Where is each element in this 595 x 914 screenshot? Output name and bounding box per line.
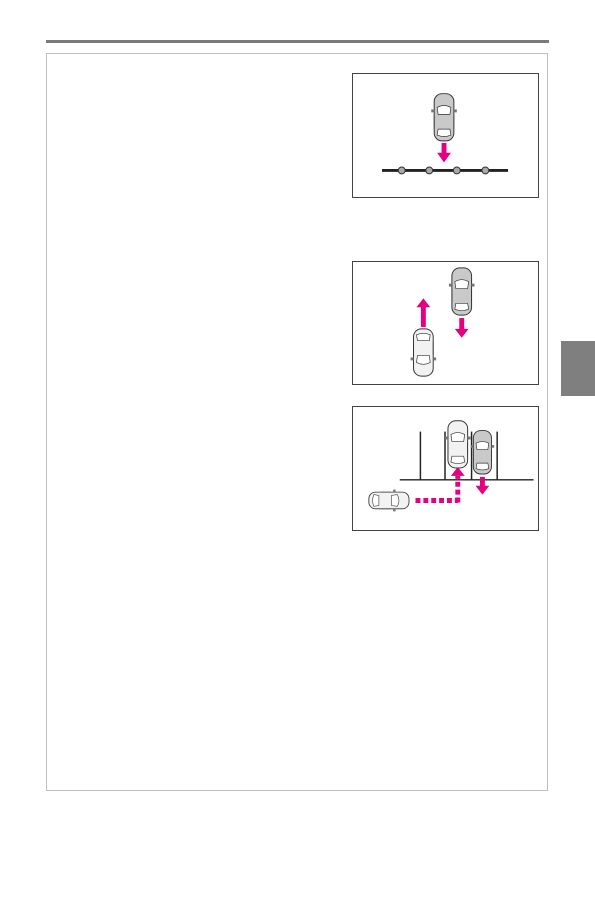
car-top-view-icon xyxy=(410,328,437,377)
header-rule xyxy=(46,40,549,43)
car-top-view-icon xyxy=(448,267,476,316)
arrow-up-icon xyxy=(416,298,431,327)
arrow-down-icon xyxy=(437,142,451,163)
car-top-view-icon xyxy=(470,430,495,475)
figure-parking-space-drawing xyxy=(368,420,534,512)
car-top-view-icon xyxy=(444,420,472,469)
figure-sensor-line-drawing xyxy=(382,93,508,175)
car-top-view-icon xyxy=(430,93,458,142)
dotted-path-arrow-icon xyxy=(415,467,465,503)
parking-lines xyxy=(399,431,534,481)
section-tab xyxy=(561,341,595,396)
car-top-view-icon xyxy=(368,489,410,512)
arrow-down-icon xyxy=(454,318,469,338)
figure-oncoming-vehicles xyxy=(352,261,539,385)
figure-sensor-line xyxy=(352,73,539,198)
content-frame xyxy=(46,53,548,791)
figure-parking-space xyxy=(352,406,539,531)
arrow-down-icon xyxy=(475,476,490,495)
sensor-line-icon xyxy=(382,166,508,175)
figure-oncoming-vehicles-drawing xyxy=(410,267,476,377)
